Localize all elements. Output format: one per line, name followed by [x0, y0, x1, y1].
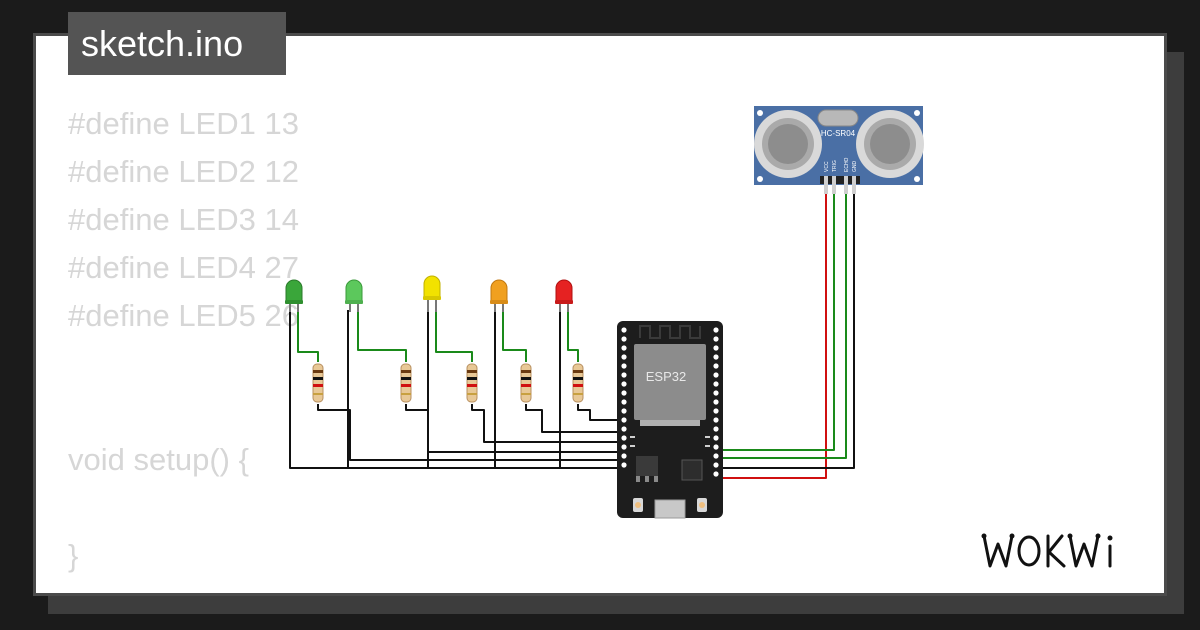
voltage-regulator — [636, 456, 658, 476]
usb-port — [654, 499, 686, 519]
code-line-4: #define LED4 27 — [68, 250, 299, 285]
esp32-board: ESP32 — [617, 321, 723, 519]
resistor-2 — [400, 363, 412, 403]
led-5 — [555, 279, 573, 312]
pin-label-marks — [630, 436, 710, 447]
sensor-label: HC-SR04 — [821, 129, 856, 138]
right-pin-header — [713, 327, 719, 477]
led-2 — [345, 279, 363, 312]
wire-led2-res — [357, 310, 407, 362]
code-line-3: #define LED3 14 — [68, 202, 299, 237]
wire-led1-res — [297, 310, 319, 362]
led-1 — [285, 279, 303, 312]
wires — [289, 192, 855, 479]
resistor-3 — [466, 363, 478, 403]
pin-label-vcc: VCC — [824, 161, 830, 172]
wire-res5-pin — [577, 404, 622, 421]
code-line-10: } — [68, 538, 79, 573]
wire-res3-pin — [471, 404, 622, 443]
code-line-2: #define LED2 12 — [68, 154, 299, 189]
sensor-pin-header — [820, 176, 860, 194]
pin-label-gnd: GND — [852, 161, 858, 173]
led-4 — [490, 279, 508, 312]
left-pin-header — [621, 327, 627, 468]
wire-res1-pin — [317, 404, 622, 461]
code-line-5: #define LED5 26 — [68, 298, 299, 333]
wokwi-logo — [981, 533, 1113, 568]
wire-led5-res — [567, 310, 579, 362]
usb-chip — [681, 459, 703, 481]
file-name-tab[interactable]: sketch.ino — [68, 12, 286, 75]
diagram-card — [33, 33, 1167, 596]
pin-label-trig: TRIG — [832, 160, 838, 172]
led-3 — [423, 275, 441, 312]
resistor-5 — [572, 363, 584, 403]
wire-led4-res — [502, 310, 527, 362]
wire-sensor-echo — [718, 192, 847, 459]
resistor-1 — [312, 363, 324, 403]
wire-led1-gnd — [289, 310, 622, 469]
wire-led3-res — [435, 310, 473, 362]
code-line-1: #define LED1 13 — [68, 106, 299, 141]
wire-sensor-vcc — [718, 192, 827, 479]
resistor-4 — [520, 363, 532, 403]
code-line-8: void setup() { — [68, 442, 249, 477]
wire-res4-pin — [525, 404, 622, 433]
hc-sr04-sensor: HC-SR04 VCC TRIG ECHO GND — [754, 106, 924, 194]
wire-sensor-trig — [718, 192, 835, 451]
wire-sensor-gnd — [718, 192, 855, 469]
pin-label-echo: ECHO — [844, 157, 850, 172]
esp32-label: ESP32 — [646, 369, 686, 384]
